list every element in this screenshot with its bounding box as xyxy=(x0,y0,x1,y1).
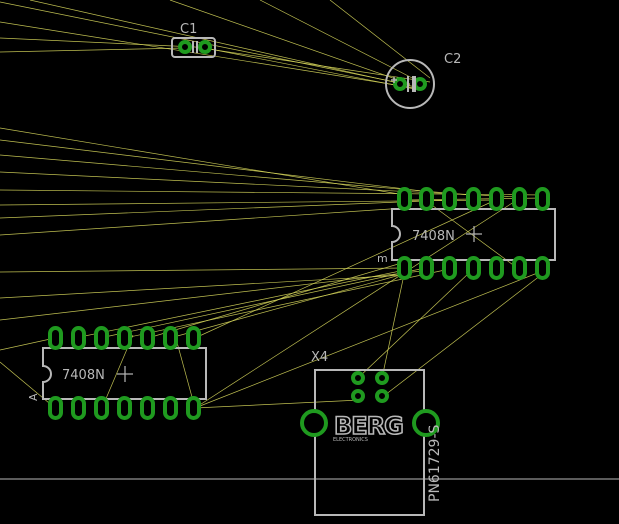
ic2-pad[interactable] xyxy=(163,396,178,420)
airwire xyxy=(169,0,411,85)
c2-plate-neg xyxy=(412,76,416,92)
airwire xyxy=(381,269,406,379)
ic1-pad[interactable] xyxy=(535,187,550,211)
airwire xyxy=(0,199,451,219)
airwire xyxy=(0,139,431,193)
airwire xyxy=(0,189,546,196)
airwire xyxy=(0,47,186,53)
airwire xyxy=(169,274,401,339)
ic2-pin1-mark: A xyxy=(27,393,40,401)
airwire xyxy=(0,171,521,198)
airwire xyxy=(204,47,421,91)
c2-pad-1[interactable] xyxy=(393,77,407,91)
ic-7408n-upper[interactable]: 7408N m xyxy=(377,187,556,280)
x4-pad[interactable] xyxy=(351,371,365,385)
ic2-pad[interactable] xyxy=(117,326,132,350)
airwire xyxy=(0,361,56,409)
x4-outline xyxy=(314,369,425,516)
airwire xyxy=(0,154,471,196)
ic2-pad[interactable] xyxy=(186,396,201,420)
capacitor-c1[interactable]: C1 xyxy=(171,22,216,58)
airwire xyxy=(0,37,196,48)
ic1-pad[interactable] xyxy=(442,256,457,280)
x4-pad[interactable] xyxy=(351,389,365,403)
c2-outline xyxy=(385,59,435,109)
berg-logo-subtitle: ELECTRONICS xyxy=(333,437,368,443)
ic2-pad[interactable] xyxy=(71,326,86,350)
ic1-pad[interactable] xyxy=(512,256,527,280)
ic1-pad[interactable] xyxy=(466,187,481,211)
ic2-value-label: 7408N xyxy=(62,368,105,383)
ic2-pad[interactable] xyxy=(186,326,201,350)
airwire xyxy=(199,269,546,407)
airwire xyxy=(259,0,421,83)
ic1-pad[interactable] xyxy=(489,256,504,280)
ic1-pad[interactable] xyxy=(489,187,504,211)
c1-pad-2[interactable] xyxy=(198,40,212,54)
ic2-pad[interactable] xyxy=(94,326,109,350)
ic-7408n-lower[interactable]: 7408N A xyxy=(27,326,207,420)
c2-pad-2[interactable] xyxy=(413,77,427,91)
x4-pad[interactable] xyxy=(375,389,389,403)
airwire xyxy=(99,267,426,339)
x4-mount-hole-left[interactable] xyxy=(300,409,328,437)
x4-pad[interactable] xyxy=(375,371,389,385)
c1-label: C1 xyxy=(180,22,197,37)
ic1-pad[interactable] xyxy=(442,187,457,211)
ic1-pad[interactable] xyxy=(512,187,527,211)
ic1-pad[interactable] xyxy=(535,256,550,280)
airwire xyxy=(0,199,501,206)
ic1-body-outline xyxy=(391,208,556,261)
ic2-pad[interactable] xyxy=(71,396,86,420)
airwire xyxy=(424,199,521,271)
airwire xyxy=(384,271,546,396)
c1-pad-1[interactable] xyxy=(178,40,192,54)
ic2-pads-bottom[interactable] xyxy=(48,396,201,420)
ic1-pad[interactable] xyxy=(397,187,412,211)
airwire xyxy=(74,269,406,339)
x4-mount-hole-right[interactable] xyxy=(412,409,440,437)
ic1-pads-bottom[interactable] xyxy=(397,256,550,280)
airwire xyxy=(194,197,521,409)
x4-label: X4 xyxy=(311,350,328,365)
berg-logo: BERG xyxy=(334,412,403,440)
airwire xyxy=(0,267,406,273)
airwire xyxy=(194,399,361,409)
ic2-pad[interactable] xyxy=(117,396,132,420)
ic2-pad[interactable] xyxy=(94,396,109,420)
airwire xyxy=(0,21,416,89)
c1-outline xyxy=(171,37,216,58)
ic2-body-outline xyxy=(42,347,207,400)
airwire xyxy=(329,0,431,79)
ic1-pin1-mark: m xyxy=(377,252,388,265)
ic1-value-label: 7408N xyxy=(412,229,455,244)
ic1-pad[interactable] xyxy=(419,187,434,211)
connector-x4[interactable]: X4 BERG ELECTRONICS PN61729-S xyxy=(300,350,443,516)
capacitor-c2[interactable]: C2 xyxy=(385,52,461,109)
ic2-pad[interactable] xyxy=(140,396,155,420)
airwire xyxy=(147,261,406,339)
ic2-pad[interactable] xyxy=(48,326,63,350)
airwire xyxy=(0,337,56,351)
airwire xyxy=(29,0,421,89)
ic2-pad[interactable] xyxy=(48,396,63,420)
ic1-pads-top[interactable] xyxy=(397,187,550,211)
ic2-pad[interactable] xyxy=(163,326,178,350)
airwire xyxy=(0,269,431,321)
x4-part-number: PN61729-S xyxy=(427,424,443,502)
airwire xyxy=(0,127,406,196)
c2-label: C2 xyxy=(444,52,461,67)
ic2-pads-top[interactable] xyxy=(48,326,201,350)
airwire xyxy=(357,271,471,379)
ic1-pad[interactable] xyxy=(466,256,481,280)
ic1-pad[interactable] xyxy=(419,256,434,280)
ic1-pad[interactable] xyxy=(397,256,412,280)
ic2-pad[interactable] xyxy=(140,326,155,350)
airwire xyxy=(0,207,406,236)
airwire xyxy=(194,197,501,339)
airwire xyxy=(194,46,431,83)
airwire xyxy=(0,274,406,299)
